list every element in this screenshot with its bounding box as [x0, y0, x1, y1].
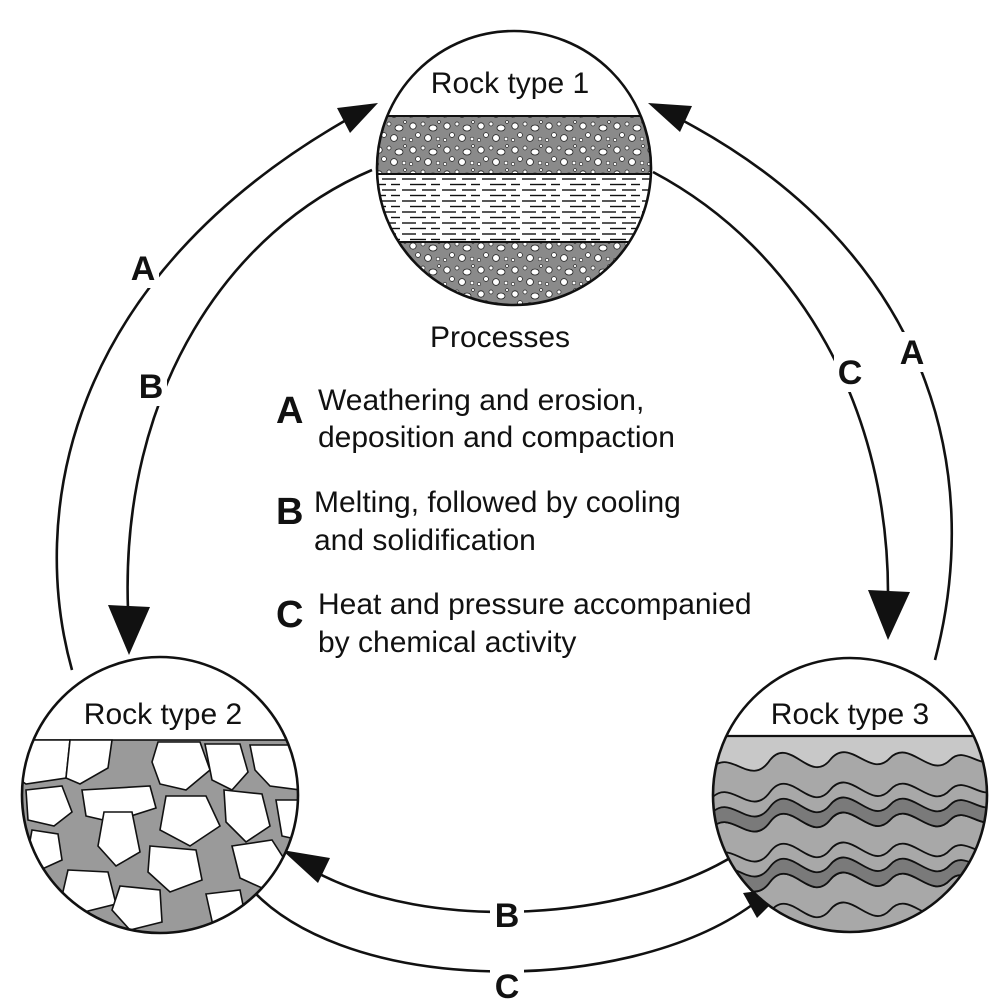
legend-letter-c: C	[276, 594, 303, 636]
rock-type-1: Rock type 1	[375, 29, 653, 307]
arrowhead-b-bottom	[282, 850, 330, 883]
arrow-letter-c-right: C	[834, 352, 866, 392]
arrowhead-b-left	[108, 605, 150, 655]
arrow-letter-a-right: A	[896, 332, 928, 372]
arrowhead-c-right	[868, 590, 910, 640]
legend-item-a: A Weathering and erosion, deposition and…	[276, 384, 675, 454]
svg-text:C: C	[495, 968, 520, 1003]
arrow-b-bottom-inner	[311, 853, 736, 914]
legend-c-line1: Heat and pressure accompanied	[318, 588, 752, 621]
svg-text:A: A	[900, 334, 925, 372]
svg-text:B: B	[139, 368, 164, 406]
arrow-c-bottom-outer	[240, 877, 753, 973]
svg-text:C: C	[838, 354, 863, 392]
legend-item-b: B Melting, followed by cooling and solid…	[276, 486, 681, 557]
svg-text:A: A	[131, 250, 156, 288]
legend-letter-b: B	[276, 491, 303, 533]
arrow-letter-c-bottom: C	[490, 962, 524, 1003]
arrowhead-a-left	[337, 103, 378, 133]
legend-a-line1: Weathering and erosion,	[318, 384, 644, 417]
arrow-a-left-outer	[55, 113, 356, 671]
processes-legend: Processes A Weathering and erosion, depo…	[276, 321, 752, 659]
rock-type-2: Rock type 2	[20, 655, 300, 935]
legend-title: Processes	[430, 321, 570, 354]
arrow-c-right-inner	[652, 170, 890, 601]
legend-item-c: C Heat and pressure accompanied by chemi…	[276, 588, 752, 659]
legend-b-line1: Melting, followed by cooling	[314, 486, 681, 519]
arrow-letter-b-bottom: B	[490, 896, 524, 936]
arrowhead-a-right	[648, 103, 692, 132]
arrow-b-left-inner	[126, 168, 373, 611]
rock-type-3-label: Rock type 3	[771, 698, 929, 731]
arrow-letter-a-left: A	[127, 248, 159, 288]
legend-letter-a: A	[276, 390, 303, 432]
svg-text:B: B	[495, 897, 520, 935]
rock-type-1-label: Rock type 1	[431, 67, 589, 100]
legend-b-line2: and solidification	[314, 524, 536, 557]
arrow-a-right-outer	[677, 116, 954, 661]
legend-c-line2: by chemical activity	[318, 626, 576, 659]
legend-a-line2: deposition and compaction	[318, 421, 675, 454]
arrow-letter-b-left: B	[135, 366, 167, 406]
rock-type-2-label: Rock type 2	[84, 698, 242, 731]
